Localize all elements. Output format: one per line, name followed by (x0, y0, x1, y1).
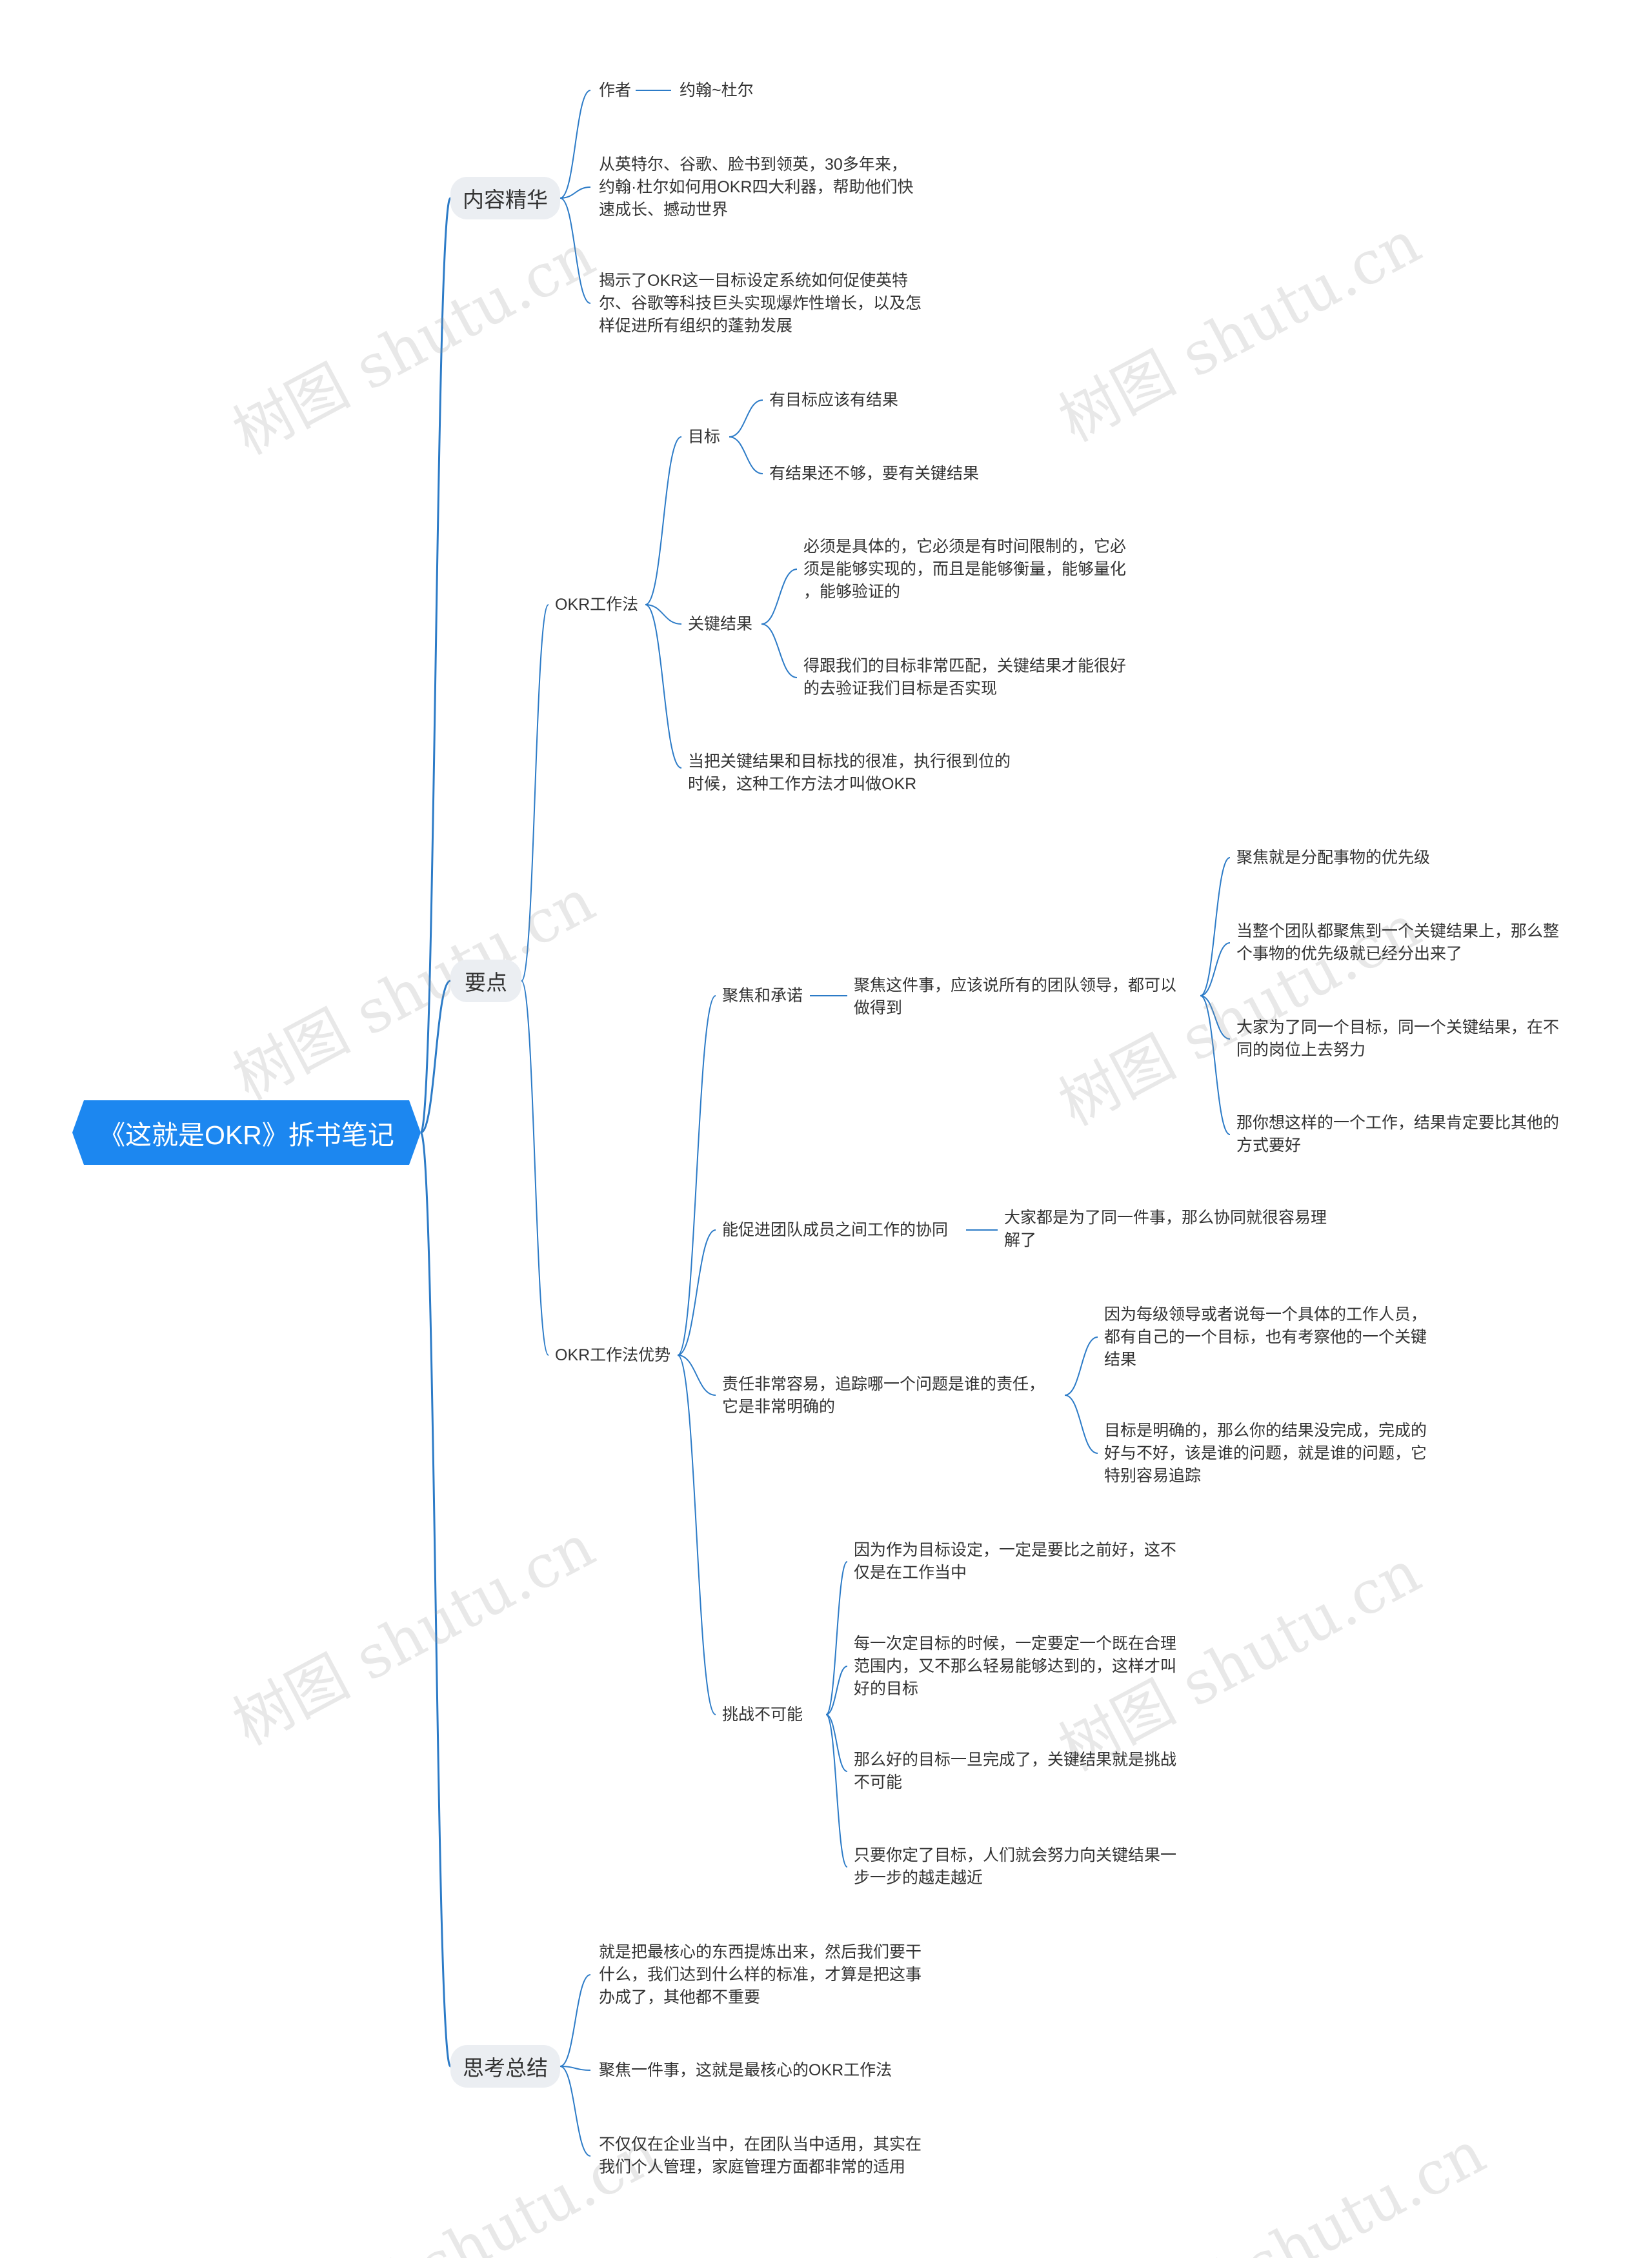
connector-line (559, 2066, 591, 2071)
challenge-item-4[interactable]: 只要你定了目标，人们就会努力向关键结果一 步一步的越走越近 (854, 1846, 1177, 1887)
challenge-item-2[interactable]: 每一次定目标的时候，一定要定一个既在合理 范围内，又不那么轻易能够达到的，这样才… (854, 1635, 1177, 1698)
connector-line (1064, 1336, 1098, 1396)
connector-line (1200, 857, 1231, 996)
okr-method-note[interactable]: 当把关键结果和目标找的很准，执行很到位的 时候，这种工作方法才叫做OKR (688, 752, 1011, 793)
connector-line (559, 197, 591, 304)
branch-reflection[interactable]: 思考总结 (450, 2045, 560, 2088)
responsibility-item-2[interactable]: 目标是明确的，那么你的结果没完成，完成的 好与不好，该是谁的问题，就是谁的问题，… (1104, 1422, 1427, 1485)
focus-mid[interactable]: 聚焦这件事，应该说所有的团队领导，都可以 做得到 (854, 976, 1177, 1017)
key-result-item-1[interactable]: 必须是具体的，它必须是有时间限制的，它必 须是能够实现的，而且是能够衡量，能够量… (803, 538, 1127, 601)
challenge-item-1[interactable]: 因为作为目标设定，一定是要比之前好，这不 仅是在工作当中 (854, 1541, 1177, 1582)
focus-item-4[interactable]: 那你想这样的一个工作，结果肯定要比其他的 方式要好 (1236, 1114, 1560, 1154)
challenge[interactable]: 挑战不可能 (722, 1706, 803, 1724)
root-node[interactable]: 《这就是OKR》拆书笔记 (72, 1100, 421, 1165)
connector-line (677, 995, 716, 1356)
connector-line (677, 1229, 716, 1356)
connector-line (761, 623, 798, 678)
key-result-node[interactable]: 关键结果 (688, 615, 753, 633)
focus-item-3[interactable]: 大家为了同一个目标，同一个关键结果，在不 同的岗位上去努力 (1236, 1018, 1560, 1059)
connector-line (521, 604, 549, 982)
reflection-item-3[interactable]: 不仅仅在企业当中，在团队当中适用，其实在 我们个人管理，家庭管理方面都非常的适用 (599, 2135, 922, 2176)
reflection-item-2[interactable]: 聚焦一件事，这就是最核心的OKR工作法 (599, 2061, 892, 2079)
connector-line (825, 1666, 848, 1715)
connector-line (825, 1714, 848, 1868)
connector-line (825, 1714, 848, 1772)
connector-line (420, 980, 451, 1134)
challenge-item-3[interactable]: 那么好的目标一旦完成了，关键结果就是挑战 不可能 (854, 1751, 1177, 1791)
key-result-item-2[interactable]: 得跟我们的目标非常匹配，关键结果才能很好 的去验证我们目标是否实现 (803, 657, 1127, 698)
connector-line (1200, 995, 1231, 1135)
branch-content-essence[interactable]: 内容精华 (450, 177, 560, 219)
connector-line (825, 1561, 848, 1715)
connector-line (1200, 942, 1231, 996)
author-name[interactable]: 约翰~杜尔 (680, 81, 754, 99)
connector-line (677, 1355, 716, 1396)
responsibility-item-1[interactable]: 因为每级领导或者说每一个具体的工作人员， 都有自己的一个目标，也有考察他的一个关… (1104, 1305, 1427, 1369)
connector-line (559, 90, 591, 199)
connector-line (559, 186, 591, 199)
focus-item-1[interactable]: 聚焦就是分配事物的优先级 (1236, 849, 1431, 867)
connector-line (645, 604, 682, 769)
connector-line (559, 1974, 591, 2067)
book-summary-1[interactable]: 从英特尔、谷歌、脸书到领英，30多年来， 约翰·杜尔如何用OKR四大利器，帮助他… (599, 156, 914, 219)
connector-line (729, 436, 763, 474)
reflection-item-1[interactable]: 就是把最核心的东西提炼出来，然后我们要干 什么，我们达到什么样的标准，才算是把这… (599, 1943, 922, 2006)
responsibility[interactable]: 责任非常容易，追踪哪一个问题是谁的责任， 它是非常明确的 (722, 1375, 1045, 1416)
connector-line (645, 604, 682, 625)
connector-line (521, 980, 549, 1356)
connector-line (729, 399, 763, 438)
author-label[interactable]: 作者 (599, 81, 632, 99)
connector-line (1200, 995, 1231, 1040)
goal-item-2[interactable]: 有结果还不够，要有关键结果 (769, 465, 980, 483)
okr-method[interactable]: OKR工作法 (555, 596, 639, 614)
collaboration[interactable]: 能促进团队成员之间工作的协同 (722, 1221, 949, 1239)
connector-line (419, 197, 452, 1134)
connector-line (1064, 1395, 1098, 1454)
focus-commitment[interactable]: 聚焦和承诺 (722, 987, 803, 1005)
connector-line (761, 569, 798, 625)
branch-key-points[interactable]: 要点 (450, 960, 521, 1002)
connector-line (645, 436, 682, 605)
connector-line (419, 1131, 452, 2068)
okr-advantage[interactable]: OKR工作法优势 (555, 1346, 671, 1364)
focus-item-2[interactable]: 当整个团队都聚焦到一个关键结果上，那么整 个事物的优先级就已经分出来了 (1236, 922, 1560, 963)
book-summary-2[interactable]: 揭示了OKR这一目标设定系统如何促使英特 尔、谷歌等科技巨头实现爆炸性增长，以及… (599, 272, 922, 335)
connector-line (559, 2066, 591, 2157)
collaboration-item[interactable]: 大家都是为了同一件事，那么协同就很容易理 解了 (1004, 1209, 1327, 1249)
connector-line (677, 1355, 716, 1715)
goal-item-1[interactable]: 有目标应该有结果 (769, 391, 899, 409)
goal-node[interactable]: 目标 (688, 428, 721, 446)
